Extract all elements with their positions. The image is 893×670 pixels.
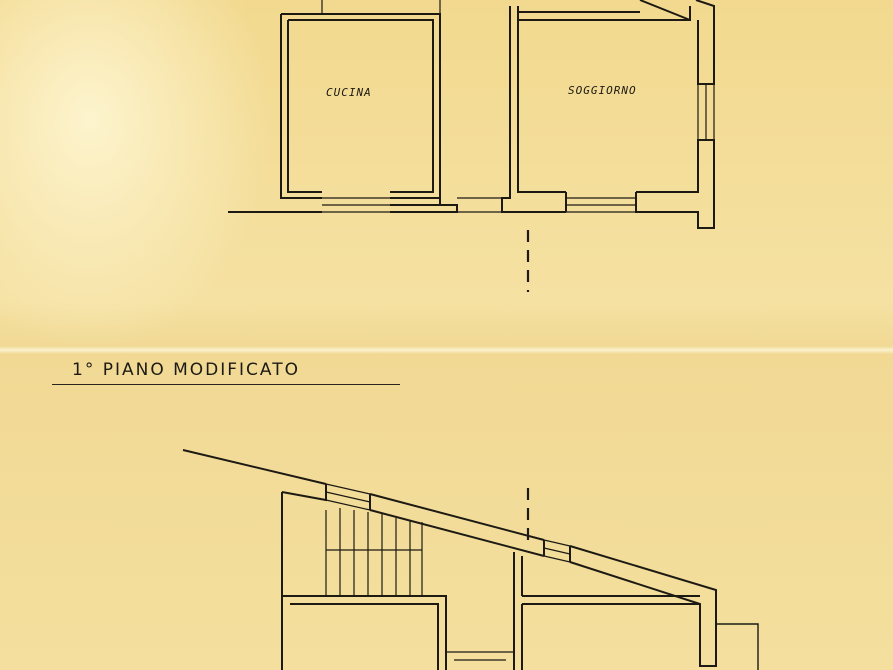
first-floor-plan	[182, 449, 759, 670]
first-floor-heading: 1° PIANO MODIFICATO	[72, 360, 301, 380]
heading-underline	[52, 384, 400, 385]
room-label-kitchen: CUCINA	[326, 86, 372, 99]
room-label-living-room: SOGGIORNO	[568, 84, 637, 97]
paper-fold-crease	[0, 346, 893, 354]
ground-floor-plan	[228, 0, 715, 292]
